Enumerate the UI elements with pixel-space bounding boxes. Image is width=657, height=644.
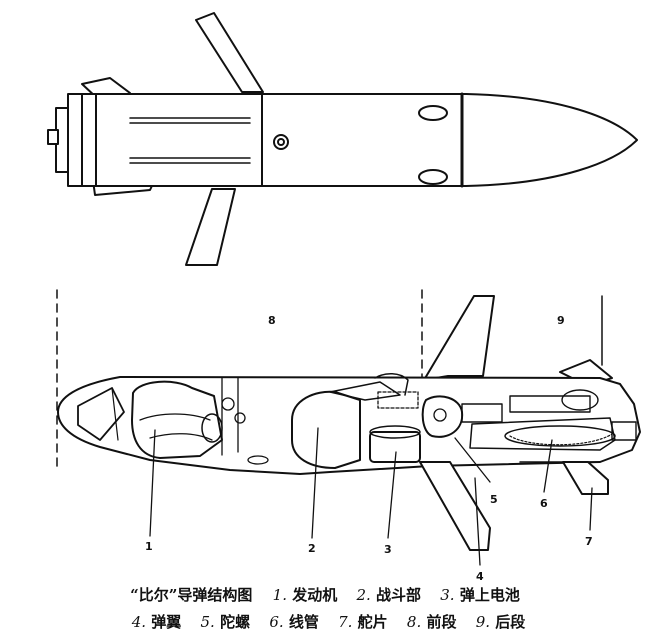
top-upper-wing <box>195 12 264 93</box>
rear-assembly <box>509 395 591 413</box>
callout-1: 1 <box>145 540 153 553</box>
top-rear-nub <box>47 129 59 145</box>
top-lower-wing <box>185 188 236 266</box>
caption-title: “比尔”导弹结构图 <box>130 586 253 604</box>
caption-line-2: 4. 弹翼 5. 陀螺 6. 线管 7. 舵片 8. 前段 9. 后段 <box>0 611 657 632</box>
legend-item-5: 5. 陀螺 <box>200 613 251 631</box>
callout-3: 3 <box>384 543 392 556</box>
caption-line-1: “比尔”导弹结构图 1. 发动机 2. 战斗部 3. 弹上电池 <box>0 584 657 605</box>
cut-nose-cone <box>77 387 125 441</box>
callout-9: 9 <box>557 314 565 327</box>
top-upper-port <box>418 105 448 121</box>
cut-lower-wing <box>419 461 491 551</box>
legend-item-6: 6. 线管 <box>269 613 319 631</box>
callout-8: 8 <box>268 314 276 327</box>
top-fitting <box>273 134 289 150</box>
cut-upper-wing <box>423 295 495 381</box>
wire-spool <box>504 425 616 447</box>
callout-6: 6 <box>540 497 548 510</box>
missile-cutaway-view <box>56 289 641 551</box>
legend-item-3: 3. 弹上电池 <box>440 586 520 604</box>
callout-leaders <box>149 427 593 566</box>
callout-7: 7 <box>585 535 593 548</box>
gyroscope <box>421 395 464 438</box>
top-lower-port <box>418 169 448 185</box>
callout-4: 4 <box>476 570 484 583</box>
legend-item-4: 4. 弹翼 <box>131 613 182 631</box>
top-body <box>67 93 638 187</box>
callout-5: 5 <box>490 493 498 506</box>
callout-2: 2 <box>308 542 316 555</box>
warhead <box>291 390 361 469</box>
cut-lower-rudder <box>562 461 609 495</box>
legend-item-1: 1. 发动机 <box>272 586 338 604</box>
legend-item-9: 9. 后段 <box>475 613 526 631</box>
legend-item-2: 2. 战斗部 <box>356 586 422 604</box>
legend-item-7: 7. 舵片 <box>338 613 388 631</box>
missile-top-view <box>47 12 638 266</box>
legend-item-8: 8. 前段 <box>406 613 457 631</box>
